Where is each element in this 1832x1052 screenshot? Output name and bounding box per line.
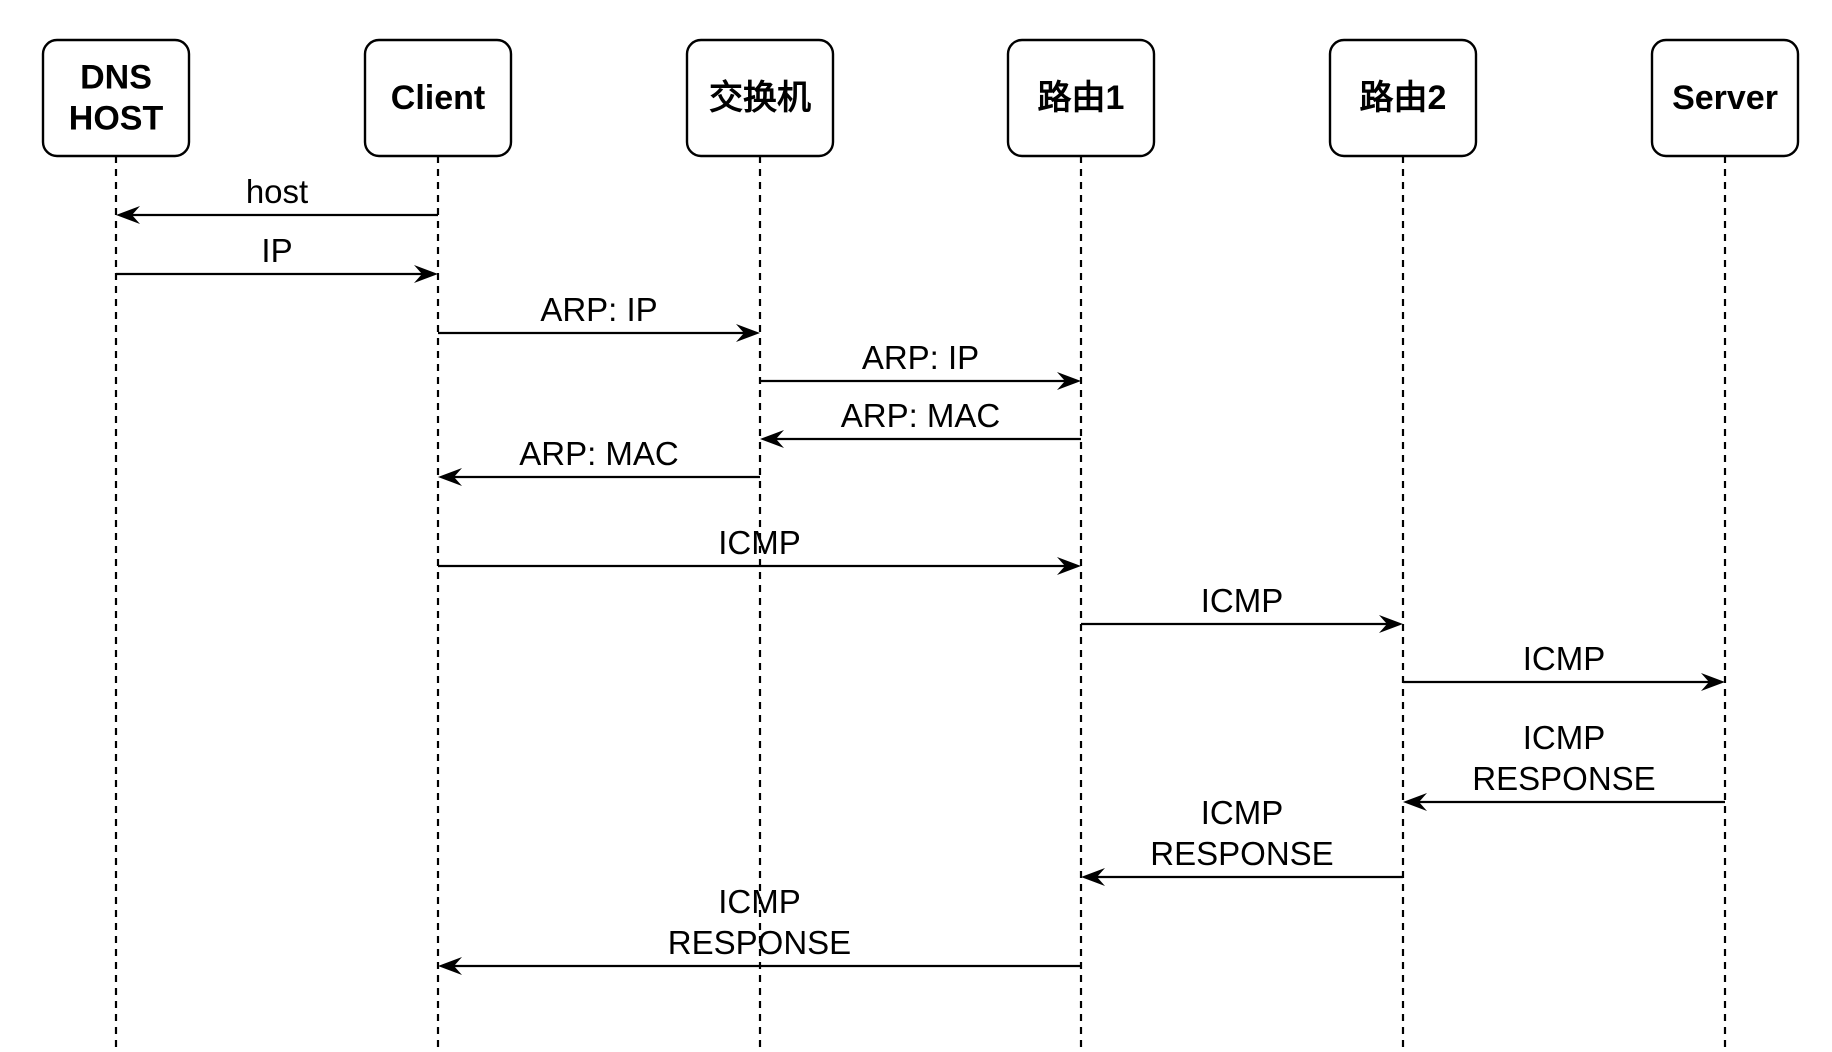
message-label: ARP: MAC — [841, 397, 1001, 434]
message-label: ARP: MAC — [519, 435, 679, 472]
message-client-to-dns: host — [116, 173, 438, 224]
participant-label: 路由2 — [1360, 79, 1447, 117]
message-router1-to-client: ICMP RESPONSE — [438, 883, 1081, 975]
message-switch-to-client: ARP: MAC — [438, 435, 760, 486]
message-client-to-router1: ICMP — [438, 524, 1081, 575]
message-client-to-switch: ARP: IP — [438, 291, 760, 342]
participant-label: Server — [1672, 79, 1778, 117]
lifelines — [114, 156, 1727, 1052]
participant-switch: 交换机 — [685, 38, 835, 158]
participant-label: 路由1 — [1038, 79, 1125, 117]
participant-server: Server — [1650, 38, 1800, 158]
arrowhead — [1057, 372, 1081, 390]
arrowhead — [1701, 673, 1725, 691]
message-label: ICMP — [1201, 582, 1284, 619]
participant-label: Client — [391, 79, 485, 117]
participant-router2: 路由2 — [1328, 38, 1478, 158]
participant-box — [1006, 38, 1156, 158]
participant-client: Client — [363, 38, 513, 158]
message-label: RESPONSE — [668, 924, 851, 961]
participant-router1: 路由1 — [1006, 38, 1156, 158]
message-dns-to-client: IP — [116, 232, 438, 283]
message-label: RESPONSE — [1150, 835, 1333, 872]
arrowhead — [1057, 557, 1081, 575]
participant-box — [1650, 38, 1800, 158]
message-label: ARP: IP — [540, 291, 657, 328]
message-label: ICMP — [718, 883, 801, 920]
message-label: ICMP — [1523, 640, 1606, 677]
arrowhead — [736, 324, 760, 342]
message-switch-to-router1: ARP: IP — [760, 339, 1081, 390]
arrowhead — [1081, 868, 1105, 886]
arrowhead — [1403, 793, 1427, 811]
message-label: host — [246, 173, 308, 210]
message-router2-to-server: ICMP — [1403, 640, 1725, 691]
participant-box — [41, 38, 191, 158]
arrowhead — [438, 957, 462, 975]
arrowhead — [1379, 615, 1403, 633]
arrowhead — [116, 206, 140, 224]
message-router1-to-switch: ARP: MAC — [760, 397, 1081, 448]
message-label: ICMP — [718, 524, 801, 561]
message-label: RESPONSE — [1472, 760, 1655, 797]
message-router1-to-router2: ICMP — [1081, 582, 1403, 633]
participant-box — [685, 38, 835, 158]
participant-label: DNS — [80, 59, 152, 97]
arrowhead — [760, 430, 784, 448]
arrowhead — [414, 265, 438, 283]
message-server-to-router2: ICMP RESPONSE — [1403, 719, 1725, 811]
message-label: IP — [261, 232, 292, 269]
participant-box — [363, 38, 513, 158]
arrowhead — [438, 468, 462, 486]
participant-box — [1328, 38, 1478, 158]
message-label: ARP: IP — [862, 339, 979, 376]
message-label: ICMP — [1523, 719, 1606, 756]
participant-label: 交换机 — [709, 78, 811, 117]
message-router2-to-router1: ICMP RESPONSE — [1081, 794, 1403, 886]
message-label: ICMP — [1201, 794, 1284, 831]
participant-label: HOST — [69, 100, 164, 138]
